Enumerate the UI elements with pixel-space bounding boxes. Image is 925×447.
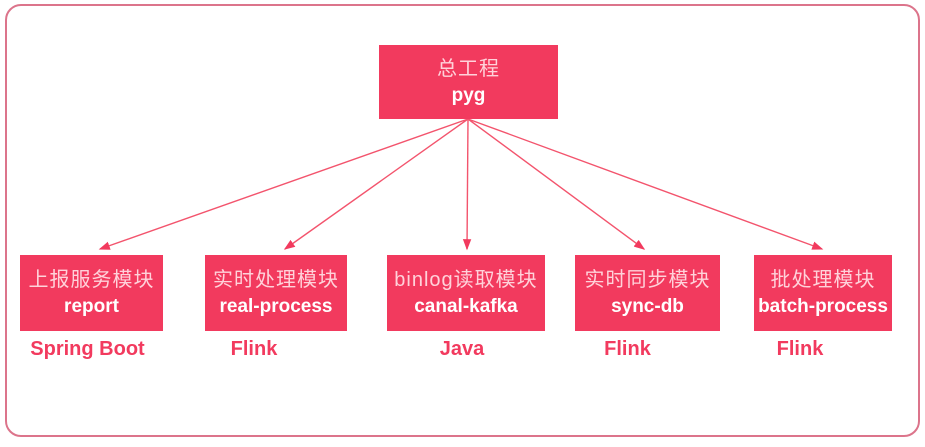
module-name: sync-db	[611, 295, 684, 317]
module-node-sync-db: 实时同步模块 sync-db	[575, 255, 720, 331]
tech-label-sync-db: Flink	[604, 338, 651, 360]
root-node: 总工程 pyg	[379, 45, 558, 119]
tech-label-batch-process: Flink	[776, 338, 824, 360]
module-title: 实时同步模块	[584, 268, 711, 291]
module-name: batch-process	[758, 295, 888, 317]
arrow-root-to-batch-process	[467, 118, 824, 250]
root-name: pyg	[451, 84, 486, 106]
module-title: 批处理模块	[770, 268, 876, 291]
tech-label-report: Spring Boot	[30, 338, 145, 360]
root-title: 总工程	[437, 57, 500, 80]
arrow-root-to-sync-db	[467, 118, 646, 250]
module-name: report	[64, 295, 119, 317]
module-node-batch-process: 批处理模块 batch-process	[754, 255, 892, 331]
arrow-root-to-report	[98, 118, 469, 250]
module-name: real-process	[219, 295, 333, 317]
tech-label-canal-kafka: Java	[439, 338, 485, 360]
arrow-root-to-canal-kafka	[462, 118, 472, 251]
module-node-real-process: 实时处理模块 real-process	[205, 255, 347, 331]
tech-label-real-process: Flink	[230, 338, 278, 360]
module-name: canal-kafka	[414, 295, 518, 317]
module-title: 上报服务模块	[28, 268, 155, 291]
module-title: 实时处理模块	[213, 268, 339, 291]
module-node-canal-kafka: binlog读取模块 canal-kafka	[387, 255, 545, 331]
module-node-report: 上报服务模块 report	[20, 255, 163, 331]
arrow-root-to-real-process	[283, 118, 469, 250]
module-title: binlog读取模块	[394, 268, 538, 291]
